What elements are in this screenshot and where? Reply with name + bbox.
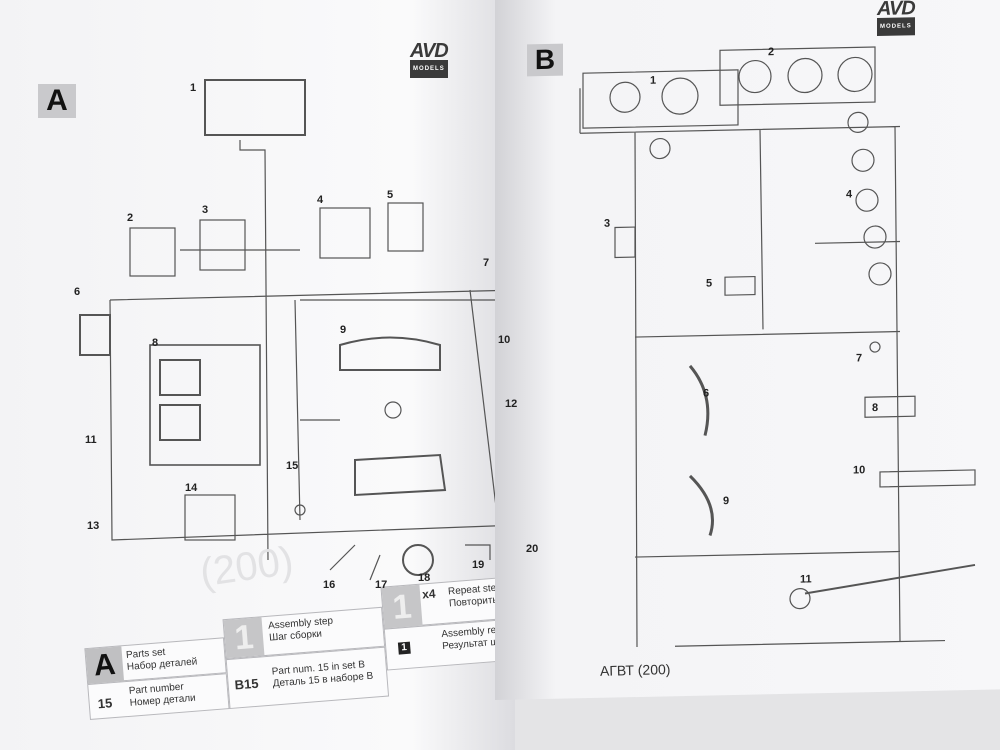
part-number: 16 <box>323 579 336 591</box>
part-number: 8 <box>152 337 159 349</box>
part-number: 20 <box>526 543 539 555</box>
part-number: 1 <box>190 82 197 94</box>
part-number: 6 <box>703 387 710 400</box>
part-number: 11 <box>800 573 812 586</box>
part-number: 3 <box>202 204 209 216</box>
part-number: 2 <box>768 46 775 59</box>
part-number: 5 <box>706 277 713 290</box>
part-number: 19 <box>472 559 485 571</box>
part-number: 17 <box>375 579 388 591</box>
part-number: 11 <box>85 434 97 446</box>
part-number: 5 <box>387 189 394 201</box>
parts-set-label: B <box>527 43 563 77</box>
part-number: 14 <box>185 482 198 494</box>
part-number: 6 <box>74 286 81 298</box>
part-number: 2 <box>127 212 134 224</box>
part-number: 15 <box>286 460 299 472</box>
part-number: 4 <box>317 194 324 206</box>
part-number: 13 <box>87 520 100 532</box>
part-number: 10 <box>498 334 511 346</box>
part-number: 9 <box>340 324 347 336</box>
part-number: 7 <box>483 257 490 269</box>
part-number: 10 <box>853 464 866 477</box>
part-number: 7 <box>856 352 863 365</box>
part-number: 3 <box>604 217 611 230</box>
part-number: 8 <box>872 401 879 415</box>
part-number: 1 <box>650 74 657 87</box>
part-number: 12 <box>505 398 518 410</box>
part-number: 18 <box>418 572 431 584</box>
parts-sprue-a <box>79 79 515 581</box>
part-number: 9 <box>723 495 730 508</box>
parts-set-label: A <box>38 84 76 118</box>
model-title: АГВТ (200) <box>599 661 671 679</box>
part-number: 4 <box>846 188 853 201</box>
parts-sprue-b <box>579 46 976 648</box>
